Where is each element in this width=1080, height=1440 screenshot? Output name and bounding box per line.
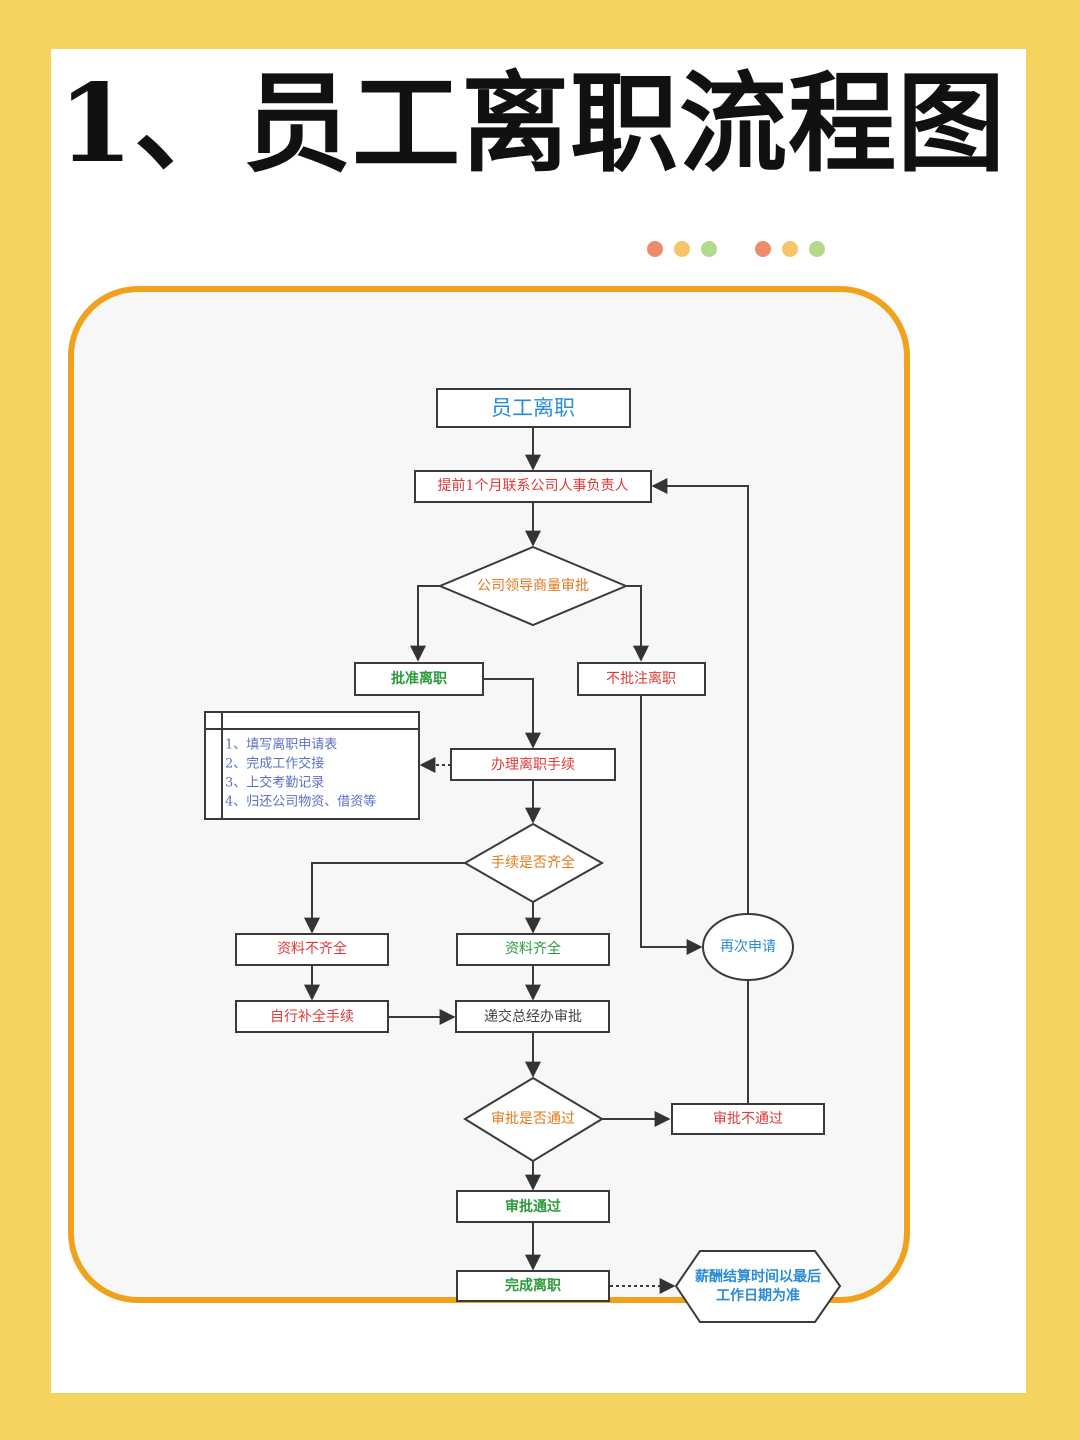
node-not-approved [577,662,706,696]
label-not-approved: 不批注离职 [606,670,676,687]
node-self-complete [235,1000,389,1033]
node-procedures [450,748,616,781]
node-approval-fail [671,1103,825,1135]
node-start [436,388,631,428]
arrow-decision-to-not-approved [626,585,649,662]
arrow-decision-to-approved [410,585,440,662]
node-approval-pass [456,1190,610,1223]
node-complete-resignation [456,1270,610,1302]
node-salary-note [674,1250,842,1323]
decor-dot [647,241,663,257]
arrow-decision-to-incomplete [304,862,465,934]
arrow-not-approved-to-reapply [640,695,703,955]
decor-dot [674,241,690,257]
checklist-item: 3、上交考勤记录 [225,775,324,791]
checklist-item: 1、填写离职申请表 [225,737,337,753]
node-decision-approval [463,1076,604,1163]
checklist-item: 4、归还公司物资、借资等 [225,794,376,810]
node-decision-complete [462,822,605,904]
decor-dot [755,241,771,257]
node-docs-incomplete [235,933,389,966]
page-title: 1、员工离职流程图 [58,61,1007,187]
arrow-reapply-to-contact [651,478,749,914]
label-decision-leader: 公司领导商量审批 [477,578,589,594]
label-decision-complete: 手续是否齐全 [491,854,575,871]
node-decision-leader [437,545,629,627]
arrow-approved-to-procedures [483,678,541,749]
label-approved: 批准离职 [391,670,447,687]
node-labels: 员工离职 提前1个月联系公司人事负责人 公司领导商量审批 批准离职 不批注离职 … [270,396,821,1304]
decor-dot [809,241,825,257]
label-approval-fail: 审批不通过 [713,1111,783,1127]
label-start: 员工离职 [491,396,575,420]
node-contact-hr [414,470,652,503]
label-procedures: 办理离职手续 [491,756,575,773]
label-decision-approval: 审批是否通过 [491,1111,575,1127]
label-approval-pass: 审批通过 [505,1198,561,1215]
node-submit-gm [455,1000,610,1033]
label-salary-note-line1: 薪酬结算时间以最后 [695,1268,821,1285]
decor-dot [701,241,717,257]
label-salary-note-line2: 工作日期为准 [716,1287,800,1304]
node-shapes [204,388,842,1323]
node-docs-complete [456,933,610,966]
label-self-complete: 自行补全手续 [270,1008,354,1025]
label-submit-gm: 递交总经办审批 [484,1008,582,1025]
checklist-lines [205,712,419,819]
checklist-items: 1、填写离职申请表 2、完成工作交接 3、上交考勤记录 4、归还公司物资、借资等 [225,737,376,810]
decor-dot [782,241,798,257]
checklist-item: 2、完成工作交接 [225,756,324,772]
label-docs-complete: 资料齐全 [505,940,561,957]
label-complete-resignation: 完成离职 [505,1277,561,1294]
node-reapply [702,913,794,981]
label-contact-hr: 提前1个月联系公司人事负责人 [438,477,629,494]
connectors [304,427,756,1294]
label-reapply: 再次申请 [720,939,776,955]
label-docs-incomplete: 资料不齐全 [277,940,347,957]
node-approved [354,662,484,696]
